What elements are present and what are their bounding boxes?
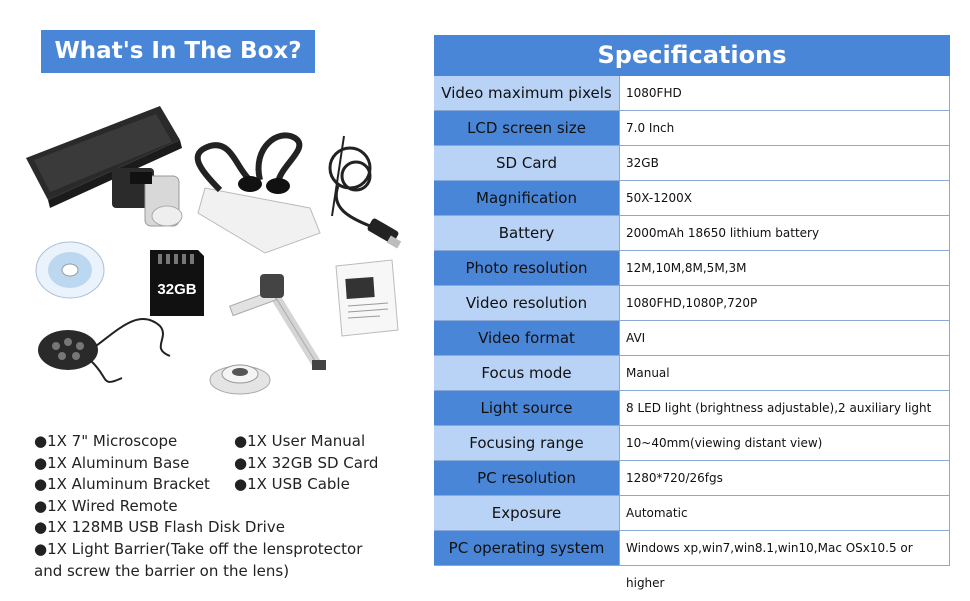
spec-value: 12M,10M,8M,5M,3M — [620, 251, 950, 286]
list-item: ●1X Aluminum Base — [34, 454, 190, 472]
spec-value: 2000mAh 18650 lithium battery — [620, 216, 950, 251]
list-item: ●1X USB Cable — [234, 475, 350, 493]
spec-value: AVI — [620, 321, 950, 356]
spec-value: 10~40mm(viewing distant view) — [620, 426, 950, 461]
spec-label: Video maximum pixels — [434, 76, 620, 111]
spec-value: 1080FHD,1080P,720P — [620, 286, 950, 321]
cd-disc-image — [35, 241, 105, 299]
spec-label: SD Card — [434, 146, 620, 181]
aluminum-base-image — [194, 132, 321, 254]
spec-label: PC resolution — [434, 461, 620, 496]
spec-value: Manual — [620, 356, 950, 391]
spec-value: Automatic — [620, 496, 950, 531]
spec-label: Magnification — [434, 181, 620, 216]
list-item: ●1X User Manual — [234, 432, 366, 450]
sd-card-label: 32GB — [157, 281, 196, 298]
spec-value: 1080FHD — [620, 76, 950, 111]
spec-value: 1280*720/26fgs — [620, 461, 950, 496]
spec-value: 7.0 Inch — [620, 111, 950, 146]
sd-card-image: 32GB — [150, 250, 204, 316]
box-contents-title: What's In The Box? — [41, 30, 315, 73]
list-item: ●1X Aluminum Bracket — [34, 475, 210, 493]
spec-value: 50X-1200X — [620, 181, 950, 216]
spec-label: Light source — [434, 391, 620, 426]
microscope-image — [26, 106, 183, 227]
spec-label: PC operating system — [434, 531, 620, 566]
spec-value: 32GB — [620, 146, 950, 181]
spec-value: 8 LED light (brightness adjustable),2 au… — [620, 391, 950, 426]
spec-label: LCD screen size — [434, 111, 620, 146]
spec-value: Windows xp,win7,win8.1,win10,Mac OSx10.5… — [620, 531, 950, 590]
spec-label: Battery — [434, 216, 620, 251]
user-manual-image — [335, 259, 399, 337]
spec-label: Focusing range — [434, 426, 620, 461]
list-item: ●1X Wired Remote — [34, 497, 178, 515]
spec-label: Focus mode — [434, 356, 620, 391]
spec-label: Video resolution — [434, 286, 620, 321]
list-item: ●1X 128MB USB Flash Disk Drive — [34, 518, 285, 536]
spec-label: Video format — [434, 321, 620, 356]
wired-remote-image — [38, 317, 171, 383]
aluminum-bracket-image — [229, 274, 326, 370]
list-item: ●1X 7" Microscope — [34, 432, 178, 450]
light-barrier-image — [209, 364, 271, 395]
spec-label: Exposure — [434, 496, 620, 531]
spec-label: Photo resolution — [434, 251, 620, 286]
product-contents-image: 32GB — [26, 106, 402, 395]
list-item: ●1X 32GB SD Card — [234, 454, 379, 472]
usb-cable-image — [328, 135, 402, 249]
specifications-title: Specifications — [434, 35, 950, 76]
list-item: ●1X Light Barrier(Take off the lensprote… — [34, 540, 363, 580]
